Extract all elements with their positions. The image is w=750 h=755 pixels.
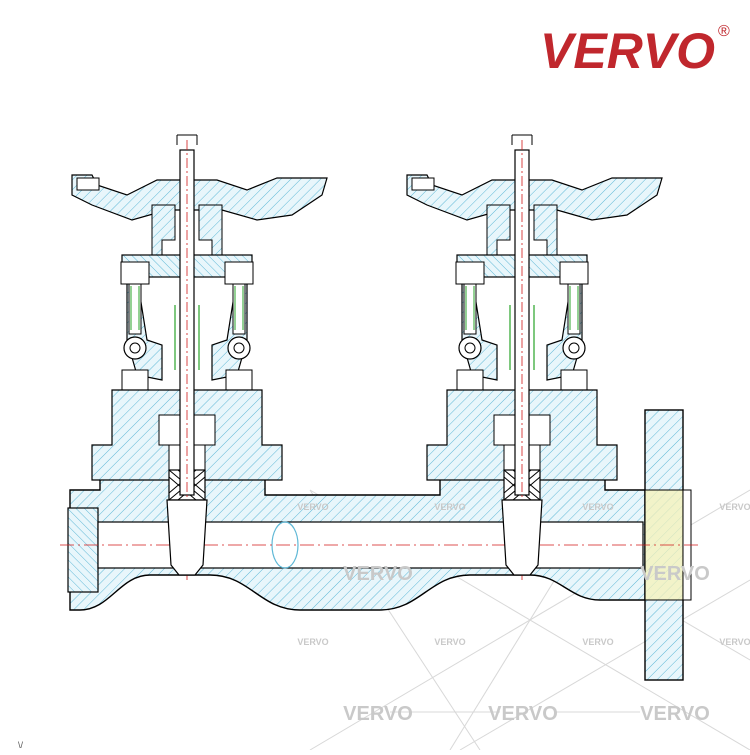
watermark-small: VERVO bbox=[582, 637, 613, 647]
watermark-large: VERVO bbox=[343, 703, 413, 725]
registered-mark-icon: ® bbox=[718, 23, 730, 40]
watermark-small: VERVO bbox=[582, 502, 613, 512]
watermark-small: VERVO bbox=[719, 502, 750, 512]
corner-mark: \/ bbox=[18, 740, 24, 750]
watermark-large: VERVO bbox=[640, 703, 710, 725]
watermark-small: VERVO bbox=[434, 637, 465, 647]
watermark-large: VERVO bbox=[343, 563, 413, 585]
watermark-small: VERVO bbox=[719, 637, 750, 647]
brand-logo: VERVO ® bbox=[540, 23, 730, 79]
watermark-small: VERVO bbox=[297, 502, 328, 512]
watermark-large: VERVO bbox=[488, 703, 558, 725]
watermark-small: VERVO bbox=[297, 637, 328, 647]
watermark-small: VERVO bbox=[434, 502, 465, 512]
manifold-body bbox=[60, 409, 700, 681]
brand-logo-text: VERVO bbox=[540, 23, 715, 79]
watermark-large: VERVO bbox=[640, 563, 710, 585]
watermark-texts: VERVO VERVO VERVO VERVO VERVO VERVO VERV… bbox=[297, 502, 750, 725]
